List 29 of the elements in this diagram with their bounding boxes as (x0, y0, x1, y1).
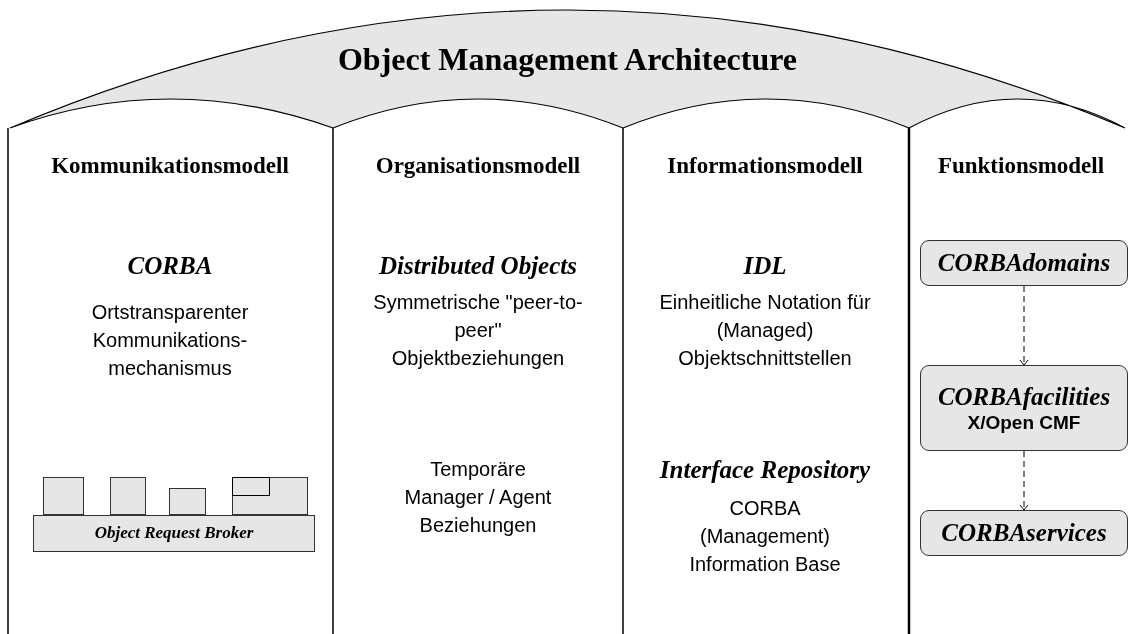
section-title: IDL (742, 251, 788, 281)
component-box (920, 365, 1128, 451)
description-text: CORBA (Management) Information Base (688, 496, 842, 577)
column-heading: Organisationsmodell (374, 152, 582, 180)
broker-label: Object Request Broker (94, 523, 254, 544)
box-shape (169, 488, 206, 515)
component-title: CORBAdomains (937, 248, 1111, 278)
description-text: Einheitliche Notation für (Managed) Objektschnittstellen (658, 290, 872, 371)
section-title: CORBA (126, 251, 214, 281)
component-title: CORBAfacilities (937, 381, 1111, 412)
box-shape (43, 477, 84, 515)
column-heading: Kommunikationsmodell (50, 152, 290, 180)
arrow (1019, 285, 1029, 366)
column-heading: Funktionsmodell (936, 152, 1106, 180)
broker-bar (33, 515, 315, 552)
description-text: Temporäre Manager / Agent Beziehungen (403, 457, 553, 538)
section-title: Distributed Objects (378, 251, 578, 281)
component-box (920, 510, 1128, 556)
component-box (920, 240, 1128, 286)
column-heading: Informationsmodell (666, 152, 864, 180)
section-title: Interface Repository (658, 455, 872, 485)
banner-title: Object Management Architecture (337, 40, 798, 79)
arrow (1019, 450, 1029, 511)
box-shape (110, 477, 146, 515)
description-text: Symmetrische "peer-to-peer" Objektbeziehungen (372, 290, 584, 371)
box-shape (232, 477, 308, 515)
component-title: CORBAservices (941, 518, 1107, 548)
component-subtitle: X/Open CMF (967, 411, 1081, 435)
description-text: Ortstransparenter Kommunikations- mechanismus (90, 300, 250, 381)
